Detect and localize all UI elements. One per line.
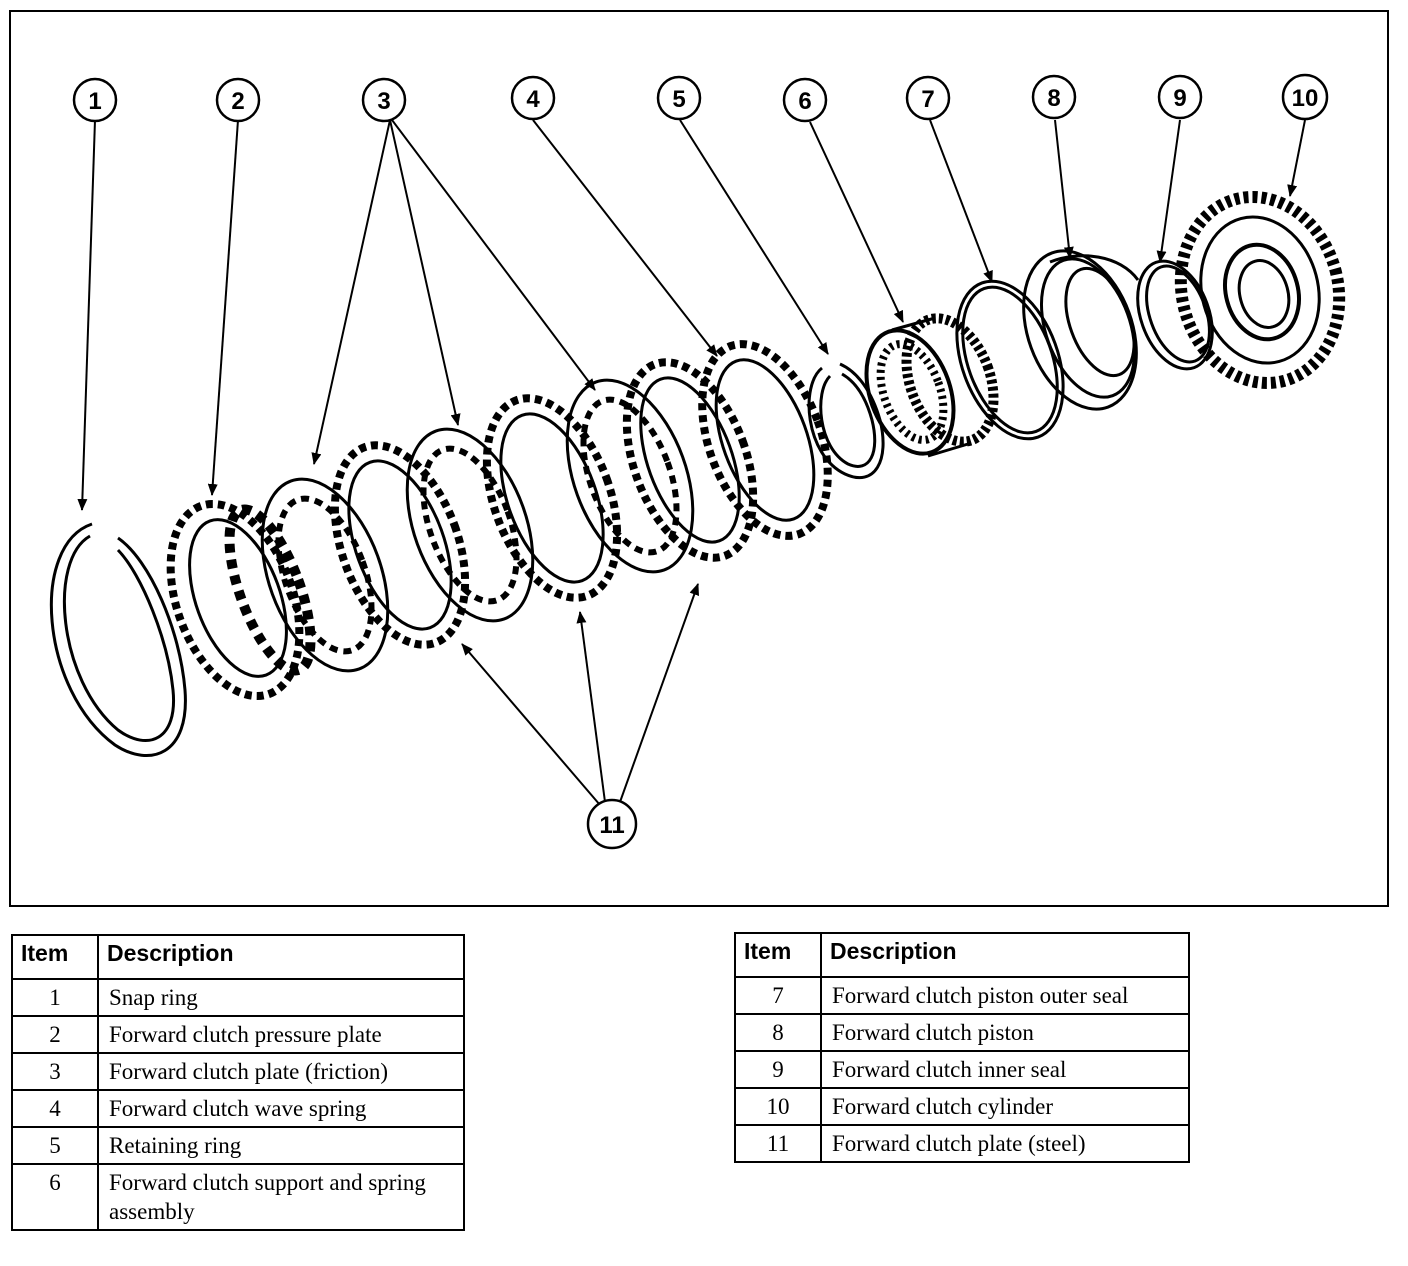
part-piston (1022, 249, 1140, 411)
item-description: Retaining ring (97, 1126, 465, 1165)
item-number: 11 (734, 1124, 822, 1163)
part-pressure-plate (166, 499, 316, 701)
legend-table-right: Item Description 7 Forward clutch piston… (734, 932, 1190, 1163)
table-row: 4 Forward clutch wave spring (11, 1089, 465, 1128)
item-number: 8 (734, 1013, 822, 1052)
item-number: 1 (11, 978, 99, 1017)
callout-8: 8 (1031, 74, 1077, 120)
part-support-spring-assembly (864, 313, 999, 458)
legend-header-description: Description (97, 934, 465, 980)
item-description: Forward clutch support and spring assemb… (97, 1163, 465, 1231)
callout-3: 3 (361, 77, 407, 123)
item-description: Forward clutch plate (friction) (97, 1052, 465, 1091)
leader-lines (77, 119, 1306, 806)
legend-header-description: Description (820, 932, 1190, 978)
item-number: 10 (734, 1087, 822, 1126)
table-row: 11 Forward clutch plate (steel) (734, 1124, 1190, 1163)
legend-table-left: Item Description 1 Snap ring 2 Forward c… (11, 934, 465, 1231)
svg-text:9: 9 (1173, 85, 1186, 112)
item-number: 7 (734, 976, 822, 1015)
table-row: 3 Forward clutch plate (friction) (11, 1052, 465, 1091)
callout-7: 7 (905, 75, 951, 121)
item-description: Forward clutch piston (820, 1013, 1190, 1052)
item-description: Forward clutch piston outer seal (820, 976, 1190, 1015)
diagram-frame (9, 10, 1389, 907)
item-number: 9 (734, 1050, 822, 1089)
table-row: 5 Retaining ring (11, 1126, 465, 1165)
callout-9: 9 (1157, 74, 1203, 120)
table-row: 1 Snap ring (11, 978, 465, 1017)
svg-text:2: 2 (231, 88, 244, 115)
part-clutch-pack (260, 340, 832, 673)
item-description: Forward clutch pressure plate (97, 1015, 465, 1054)
svg-text:5: 5 (672, 86, 685, 113)
svg-text:8: 8 (1047, 85, 1060, 112)
item-description: Forward clutch wave spring (97, 1089, 465, 1128)
item-description: Snap ring (97, 978, 465, 1017)
callout-6: 6 (782, 77, 828, 123)
svg-text:1: 1 (88, 88, 101, 115)
item-number: 3 (11, 1052, 99, 1091)
table-row: 10 Forward clutch cylinder (734, 1087, 1190, 1126)
svg-text:7: 7 (921, 86, 934, 113)
callout-10: 10 (1281, 73, 1329, 121)
part-cylinder (1174, 190, 1346, 390)
callout-1: 1 (72, 77, 118, 123)
table-row: 8 Forward clutch piston (734, 1013, 1190, 1052)
exploded-view-diagram: 1 2 3 4 5 6 7 8 (49, 73, 1346, 850)
part-inner-seal (1136, 259, 1214, 371)
legend-header-item: Item (734, 932, 822, 978)
svg-text:10: 10 (1292, 85, 1319, 112)
item-description: Forward clutch inner seal (820, 1050, 1190, 1089)
callout-5: 5 (656, 75, 702, 121)
item-number: 4 (11, 1089, 99, 1128)
svg-text:11: 11 (599, 812, 624, 839)
part-piston-outer-seal (955, 279, 1065, 441)
callout-2: 2 (215, 77, 261, 123)
table-row: 9 Forward clutch inner seal (734, 1050, 1190, 1089)
svg-text:4: 4 (526, 86, 540, 113)
part-snap-ring (49, 522, 187, 758)
item-description: Forward clutch plate (steel) (820, 1124, 1190, 1163)
item-description: Forward clutch cylinder (820, 1087, 1190, 1126)
item-number: 2 (11, 1015, 99, 1054)
svg-text:6: 6 (798, 88, 811, 115)
table-row: 7 Forward clutch piston outer seal (734, 976, 1190, 1015)
svg-text:3: 3 (377, 88, 390, 115)
callouts: 1 2 3 4 5 6 7 8 (72, 73, 1329, 850)
legend-header-item: Item (11, 934, 99, 980)
callout-4: 4 (510, 75, 556, 121)
legend-header-row: Item Description (734, 932, 1190, 978)
table-row: 2 Forward clutch pressure plate (11, 1015, 465, 1054)
legend-header-row: Item Description (11, 934, 465, 980)
callout-11: 11 (586, 798, 638, 850)
table-row: 6 Forward clutch support and spring asse… (11, 1163, 465, 1231)
item-number: 6 (11, 1163, 99, 1231)
item-number: 5 (11, 1126, 99, 1165)
